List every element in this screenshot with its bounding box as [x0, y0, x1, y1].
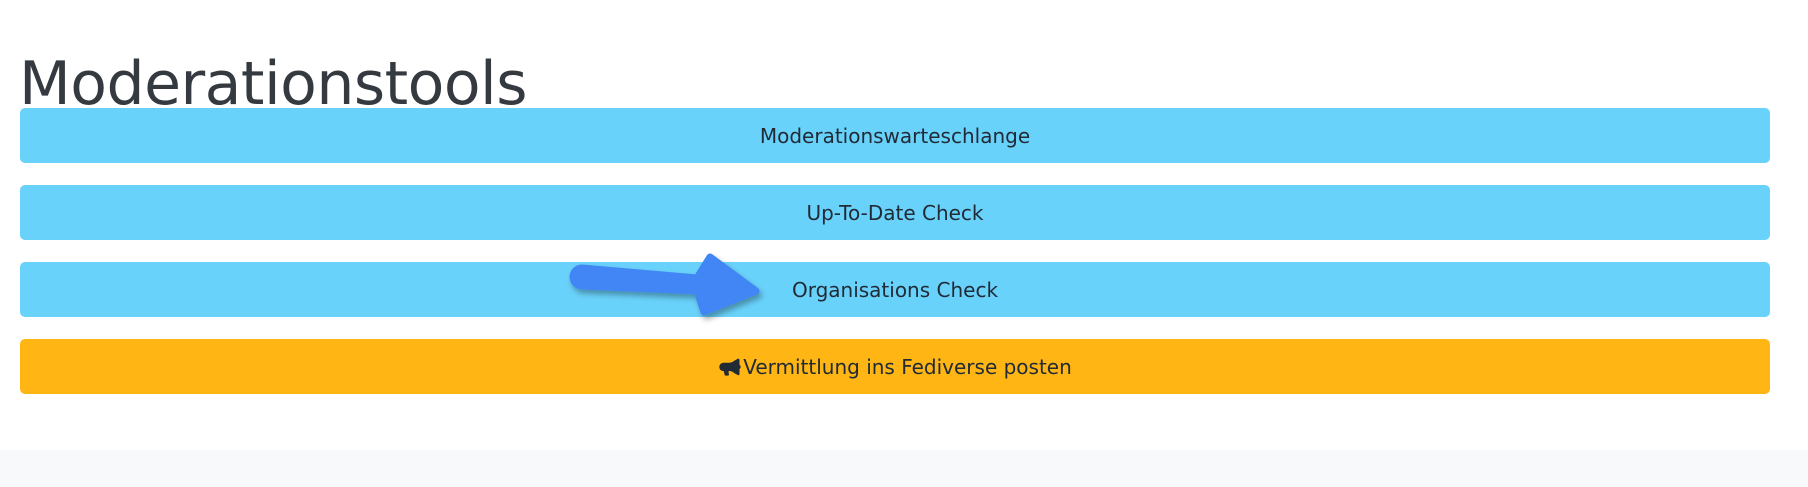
organisations-check-button[interactable]: Organisations Check	[20, 262, 1770, 317]
post-to-fediverse-button[interactable]: Vermittlung ins Fediverse posten	[20, 339, 1770, 394]
up-to-date-check-button[interactable]: Up-To-Date Check	[20, 185, 1770, 240]
post-to-fediverse-button-label: Vermittlung ins Fediverse posten	[743, 354, 1072, 379]
page-footer-strip	[0, 450, 1808, 487]
moderation-tools-button-list: Moderationswarteschlange Up-To-Date Chec…	[20, 108, 1770, 394]
moderation-queue-button[interactable]: Moderationswarteschlange	[20, 108, 1770, 163]
moderation-queue-button-label: Moderationswarteschlange	[759, 123, 1031, 148]
up-to-date-check-button-label: Up-To-Date Check	[806, 200, 984, 225]
organisations-check-button-label: Organisations Check	[791, 277, 999, 302]
bullhorn-icon	[718, 358, 742, 378]
page-title: Moderationstools	[19, 49, 527, 120]
